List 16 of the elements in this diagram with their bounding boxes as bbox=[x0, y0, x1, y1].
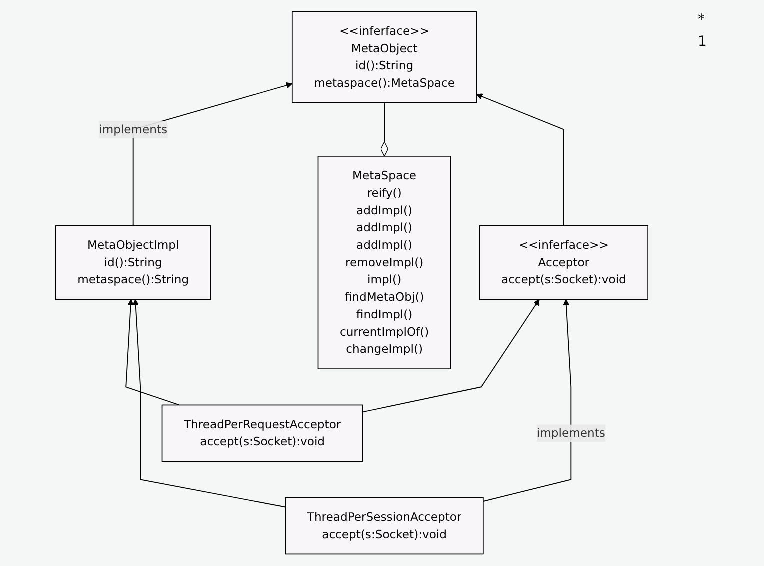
multiplicity-label: * bbox=[698, 12, 706, 28]
arrow bbox=[482, 299, 572, 502]
multiplicity-label: 1 bbox=[698, 34, 708, 50]
arrow bbox=[126, 299, 180, 406]
class-box: ThreadPerRequestAcceptor accept(s:Socket):void bbox=[162, 404, 364, 462]
aggregation-line bbox=[380, 102, 389, 157]
arrow bbox=[362, 299, 540, 413]
class-box: ThreadPerSessionAcceptor accept(s:Socket):void bbox=[285, 497, 484, 555]
class-box: <<inferface>> Acceptor accept(s:Socket):void bbox=[479, 225, 648, 300]
class-box: MetaObjectImpl id():String metaspace():String bbox=[55, 225, 212, 300]
class-box: <<inferface>> MetaObject id():String metaspace():MetaSpace bbox=[292, 11, 478, 104]
edge-label: implements bbox=[536, 426, 606, 440]
arrow bbox=[132, 299, 286, 508]
edge-label: implements bbox=[99, 122, 168, 136]
class-box: MetaSpace reify() addImpl() addImpl() addImpl() removeImpl() impl() findMetaObj() findImpl() currentImplOf() changeImpl() bbox=[318, 156, 452, 370]
arrow bbox=[476, 94, 564, 226]
